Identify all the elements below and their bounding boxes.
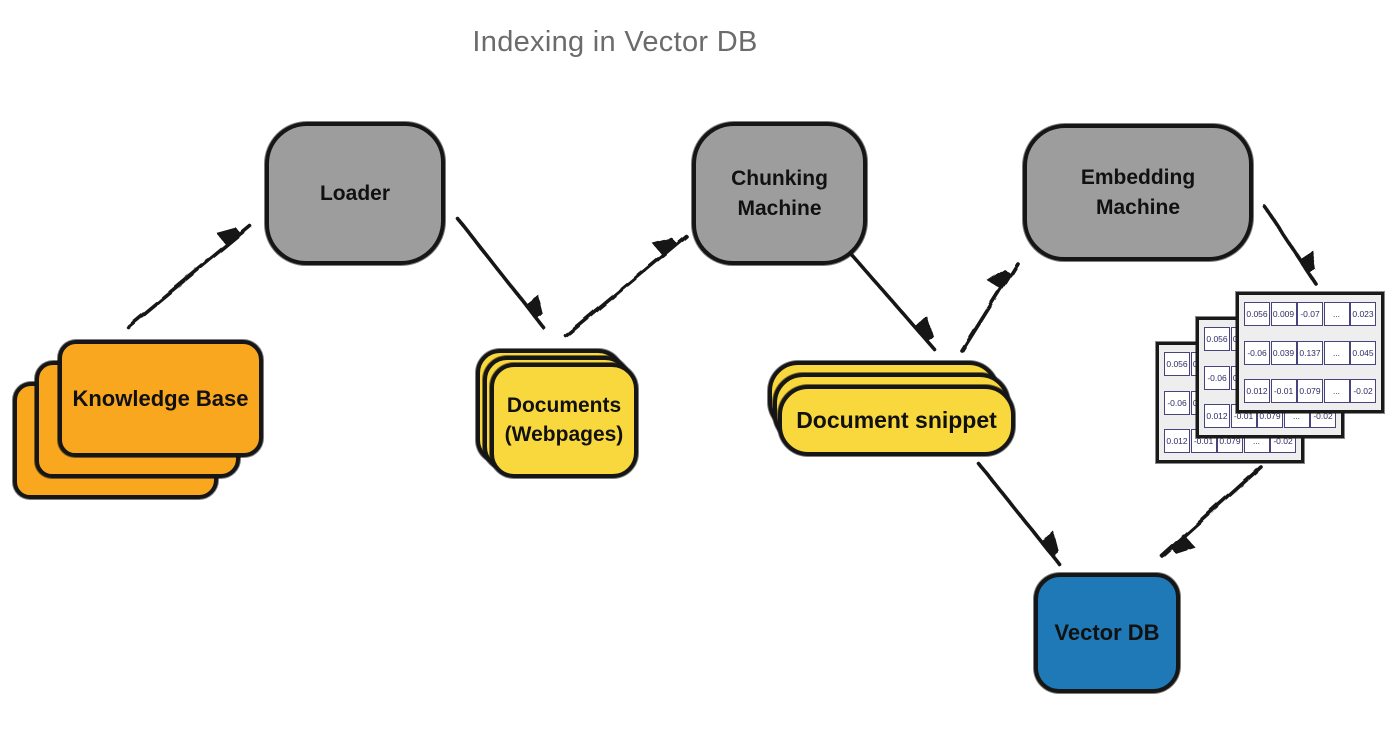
matrix-cell: -0.06 (1164, 390, 1190, 415)
loader-node: Loader (265, 122, 445, 265)
embedding-machine-node: Embedding Machine (1023, 124, 1253, 261)
matrix-cell: 0.056 (1244, 302, 1270, 326)
arrow-documents-to-chunking-machine (564, 236, 688, 338)
document-snippet-node: Document snippet (778, 385, 1015, 456)
embedding-matrix-card-front: 0.056 0.009 -0.07 ... 0.023 -0.06 0.039 … (1236, 292, 1384, 413)
matrix-cell: 0.012 (1204, 404, 1230, 428)
arrow-vectors-to-vector-db (1160, 465, 1263, 556)
arrow-snippet-to-vector-db (977, 462, 1060, 567)
matrix-cell: ... (1323, 379, 1350, 403)
document-snippet-label: Document snippet (796, 407, 997, 433)
diagram-title: Indexing in Vector DB (472, 26, 758, 58)
vector-db-node: Vector DB (1034, 573, 1180, 693)
matrix-cell: -0.06 (1204, 365, 1230, 390)
arrow-snippet-to-embedding-machine (960, 261, 1019, 353)
vector-db-label: Vector DB (1054, 620, 1160, 645)
arrow-knowledge-base-to-loader (126, 226, 252, 329)
matrix-cell: ... (1323, 302, 1350, 326)
chunking-machine-node: Chunking Machine (692, 122, 867, 265)
documents-label-line1: Documents (506, 394, 622, 418)
matrix-row: 0.056 0.009 -0.07 ... 0.023 (1244, 302, 1376, 326)
arrow-loader-to-documents (456, 217, 544, 330)
matrix-cell: 0.009 (1270, 302, 1297, 326)
knowledge-base-node: Knowledge Base (58, 340, 263, 457)
matrix-cell: 0.079 (1297, 379, 1323, 403)
knowledge-base-label: Knowledge Base (72, 385, 249, 411)
embedding-machine-label-line2: Machine (1095, 195, 1181, 219)
embedding-machine-label-line1: Embedding (1080, 166, 1196, 190)
matrix-cell: 0.137 (1297, 340, 1323, 365)
matrix-cell: 0.045 (1350, 340, 1376, 365)
documents-label-line2: (Webpages) (504, 422, 624, 446)
loader-label: Loader (319, 181, 390, 205)
matrix-cell: -0.01 (1270, 379, 1297, 403)
matrix-cell: 0.056 (1164, 352, 1190, 376)
documents-node: Documents (Webpages) (490, 363, 638, 478)
matrix-row: -0.06 0.039 0.137 ... 0.045 (1244, 340, 1376, 365)
matrix-row: 0.012 -0.01 0.079 ... -0.02 (1244, 379, 1376, 403)
matrix-cell: -0.06 (1244, 340, 1270, 365)
arrow-embedding-machine-to-vectors (1263, 205, 1316, 286)
matrix-cell: 0.012 (1164, 429, 1190, 453)
matrix-cell: 0.039 (1270, 340, 1297, 365)
matrix-cell: 0.023 (1350, 302, 1376, 326)
matrix-cell: 0.056 (1204, 327, 1230, 351)
matrix-cell: -0.02 (1350, 379, 1376, 403)
matrix-cell: -0.07 (1297, 302, 1323, 326)
arrow-chunking-machine-to-snippet (849, 252, 935, 352)
chunking-machine-label-line2: Machine (737, 196, 822, 220)
matrix-cell: ... (1323, 340, 1350, 365)
chunking-machine-label-line1: Chunking (731, 167, 828, 191)
matrix-cell: 0.012 (1244, 379, 1270, 403)
